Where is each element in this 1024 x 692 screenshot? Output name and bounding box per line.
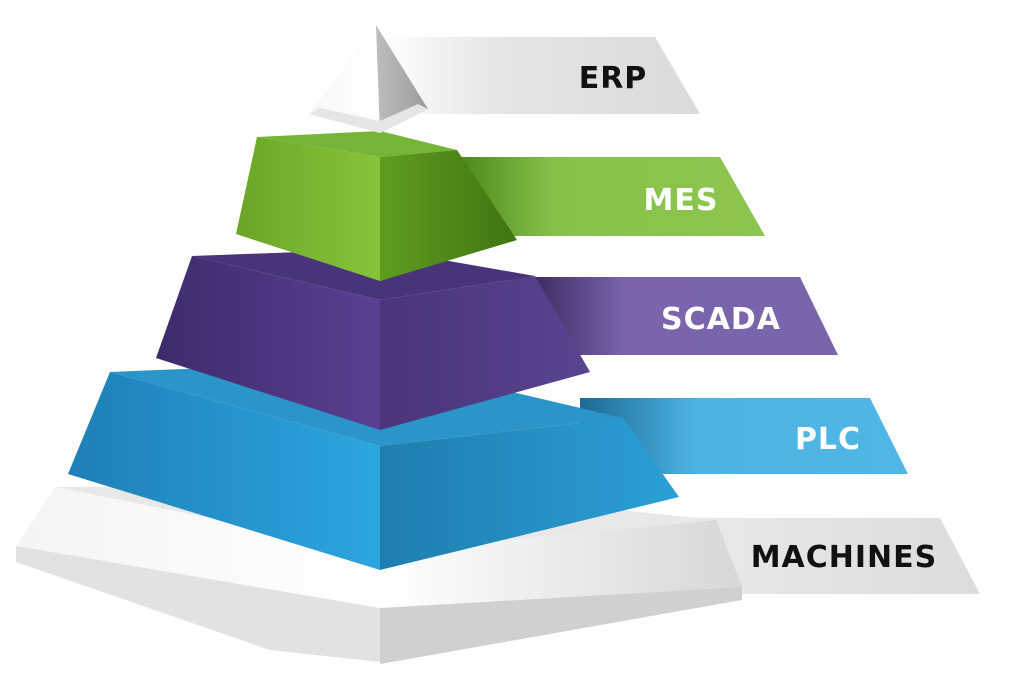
- label-machines: MACHINES: [751, 540, 938, 575]
- layer-mes: [236, 131, 517, 281]
- label-plc: PLC: [795, 422, 861, 457]
- layer-scada: [156, 249, 590, 430]
- label-mes: MES: [644, 183, 719, 218]
- ribbon-erp: [380, 37, 700, 114]
- ribbon-plc: [580, 398, 908, 474]
- label-erp: ERP: [579, 61, 648, 96]
- layer-erp: [309, 25, 428, 133]
- layer-machines: [16, 485, 742, 664]
- label-scada: SCADA: [661, 302, 781, 337]
- ribbon-mes: [440, 157, 765, 236]
- ribbon-scada: [510, 277, 838, 355]
